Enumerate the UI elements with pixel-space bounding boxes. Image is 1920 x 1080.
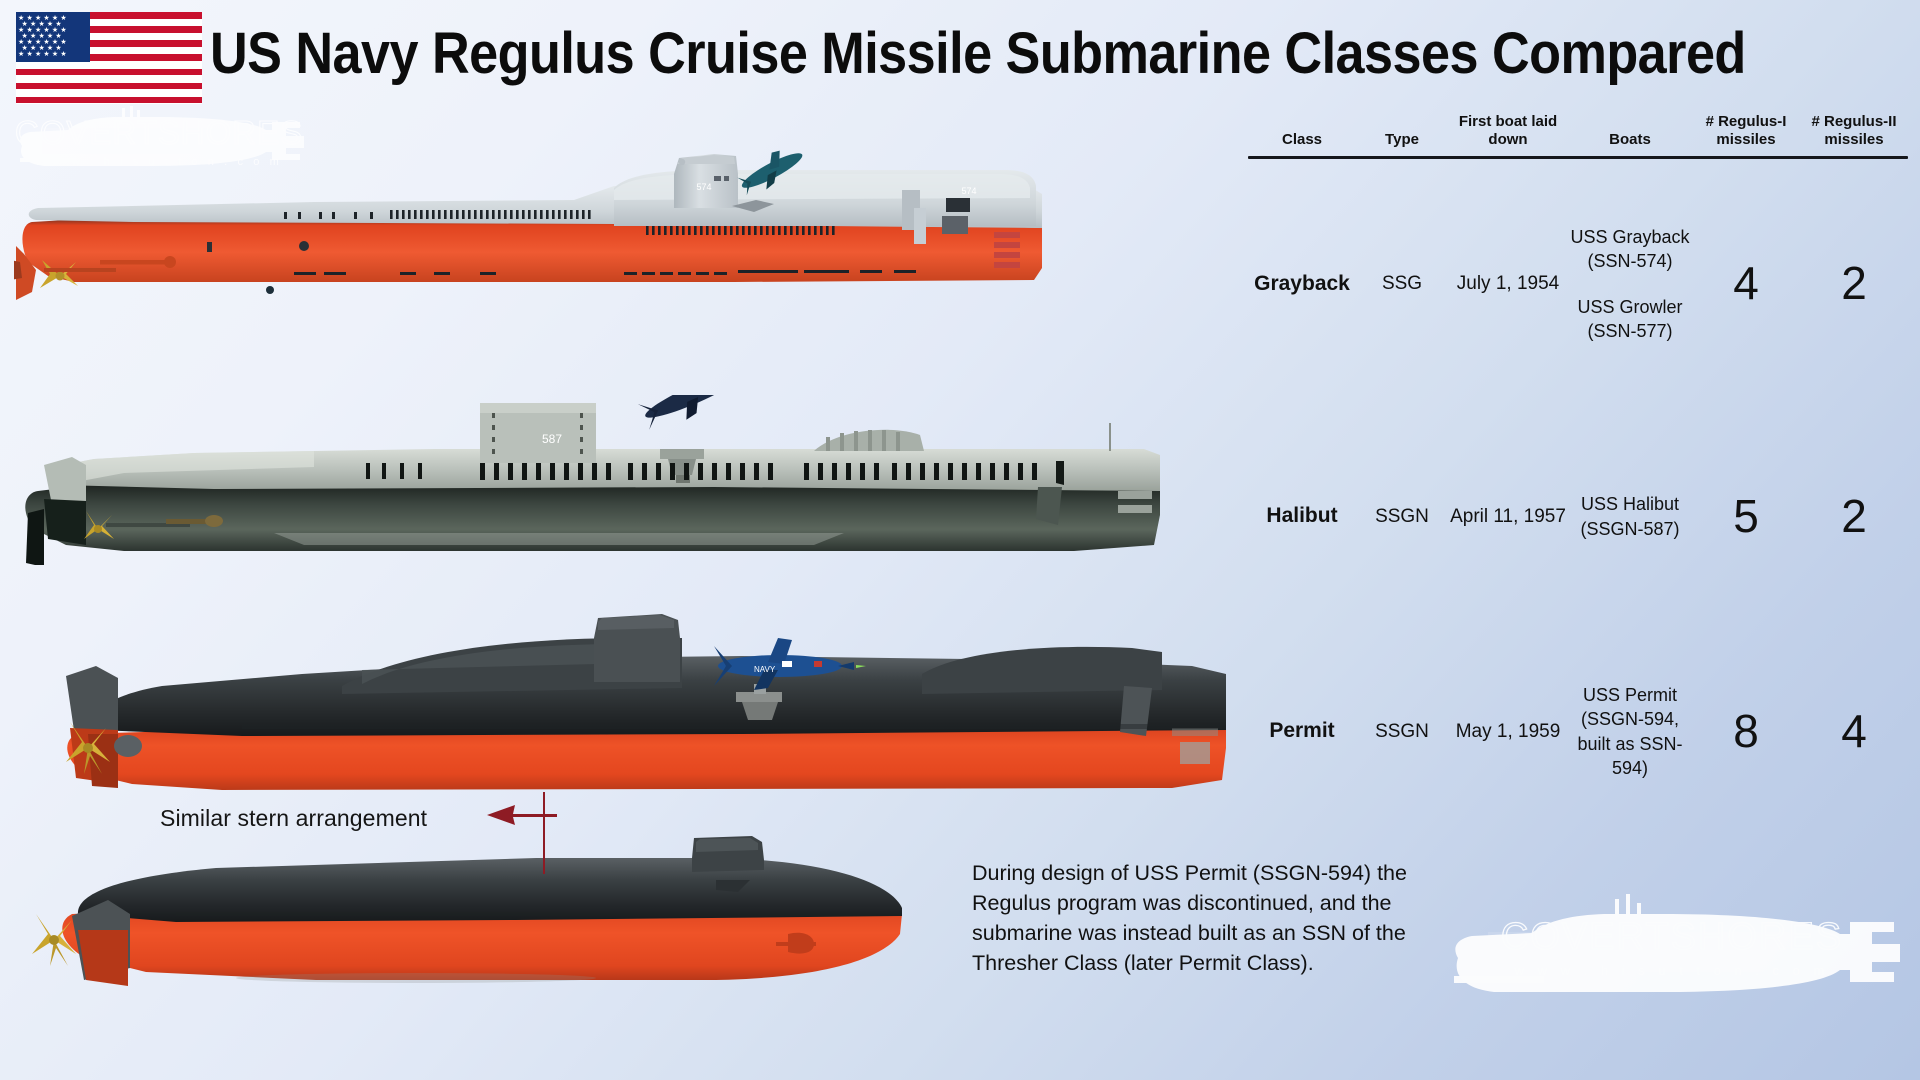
cell-regulus-2: 2 — [1841, 257, 1867, 310]
cell-boats-line1: USS Grayback (SSN-574) — [1570, 226, 1690, 271]
missile-marking: NAVY — [754, 665, 776, 674]
table-header-divider — [1248, 156, 1908, 159]
annotation-label: Similar stern arrangement — [160, 805, 428, 831]
watermark-title: COVERTSHORES — [14, 113, 304, 151]
cell-type: SSG — [1381, 273, 1423, 295]
cell-regulus-2: 4 — [1841, 704, 1867, 757]
note-paragraph: During design of USS Permit (SSGN-594) t… — [972, 861, 1407, 976]
submarine-illustration-grayback: 574 — [14, 150, 1074, 330]
column-header-boats: Boats — [1609, 131, 1651, 149]
cell-boats-line2: USS Growler (SSN-577) — [1577, 297, 1683, 342]
cell-regulus-1: 8 — [1733, 704, 1759, 757]
hull-number-bow: 574 — [961, 186, 976, 196]
cell-boats: USS Permit (SSGN-594, built as SSN-594) — [1577, 685, 1683, 778]
table-row: Grayback SSG July 1, 1954 USS Grayback (… — [1248, 159, 1908, 409]
watermark-title: COVERTSHORES — [1500, 915, 1844, 958]
cell-type: SSGN — [1375, 505, 1429, 527]
cell-boats: USS Grayback (SSN-574) USS Growler (SSN-… — [1568, 225, 1692, 343]
svg-text:★ ★ ★ ★ ★ ★: ★ ★ ★ ★ ★ ★ — [18, 26, 67, 34]
table-row: Halibut SSGN April 11, 1957 USS Halibut … — [1248, 409, 1908, 624]
svg-text:★ ★ ★ ★ ★ ★: ★ ★ ★ ★ ★ ★ — [18, 50, 67, 58]
table-row: Permit SSGN May 1, 1959 USS Permit (SSGN… — [1248, 624, 1908, 839]
cell-class: Permit — [1269, 719, 1335, 743]
hull-number-sail: 587 — [542, 432, 562, 446]
cell-laid-down: April 11, 1957 — [1450, 505, 1566, 527]
column-header-regulus-1: # Regulus-I missiles — [1705, 112, 1787, 149]
submarine-illustration-permit-regulus: NAVY — [42, 608, 1232, 798]
column-header-laid-down: First boat laid down — [1458, 112, 1558, 149]
svg-text:★ ★ ★ ★ ★ ★: ★ ★ ★ ★ ★ ★ — [18, 14, 67, 22]
submarine-illustration-halibut: 587 — [14, 395, 1194, 565]
cell-class: Halibut — [1266, 504, 1338, 528]
table-header-row: Class Type First boat laid down Boats # … — [1248, 88, 1908, 150]
page-title: US Navy Regulus Cruise Missile Submarine… — [210, 20, 1746, 86]
submarine-illustration-permit-thresher — [16, 830, 936, 990]
hull-number-sail: 574 — [696, 182, 711, 192]
svg-text:★ ★ ★ ★ ★: ★ ★ ★ ★ ★ — [21, 32, 61, 40]
annotation-leader-line — [543, 792, 545, 874]
watermark-url: w w w . h i s u t t o n . c o m — [1514, 963, 1830, 978]
united-states-flag-icon: ★ ★ ★ ★ ★ ★ ★ ★ ★ ★ ★ ★ ★ ★ ★ ★ ★ ★ ★ ★ … — [16, 12, 202, 104]
cell-regulus-1: 4 — [1733, 257, 1759, 310]
cell-laid-down: May 1, 1959 — [1455, 720, 1561, 742]
cell-laid-down: July 1, 1954 — [1456, 273, 1560, 295]
column-header-regulus-2: # Regulus-II missiles — [1811, 112, 1897, 149]
cell-regulus-1: 5 — [1733, 489, 1759, 542]
covertshores-watermark-bottom: COVERTSHORES w w w . h i s u t t o n . c… — [1432, 884, 1912, 1016]
cell-class: Grayback — [1254, 271, 1350, 295]
annotation-arrow-icon — [487, 805, 557, 825]
flag-stripes — [16, 12, 202, 104]
svg-text:★ ★ ★ ★ ★ ★: ★ ★ ★ ★ ★ ★ — [18, 38, 67, 46]
cell-boats: USS Halibut (SSGN-587) — [1580, 494, 1680, 539]
cell-regulus-2: 2 — [1841, 489, 1867, 542]
comparison-table: Class Type First boat laid down Boats # … — [1248, 88, 1908, 839]
cell-type: SSGN — [1375, 720, 1429, 742]
svg-text:★ ★ ★ ★ ★: ★ ★ ★ ★ ★ — [21, 44, 61, 52]
column-header-type: Type — [1385, 131, 1419, 149]
svg-text:★ ★ ★ ★ ★: ★ ★ ★ ★ ★ — [21, 20, 61, 28]
column-header-class: Class — [1281, 131, 1323, 149]
flag-canton: ★ ★ ★ ★ ★ ★ ★ ★ ★ ★ ★ ★ ★ ★ ★ ★ ★ ★ ★ ★ … — [16, 12, 91, 62]
